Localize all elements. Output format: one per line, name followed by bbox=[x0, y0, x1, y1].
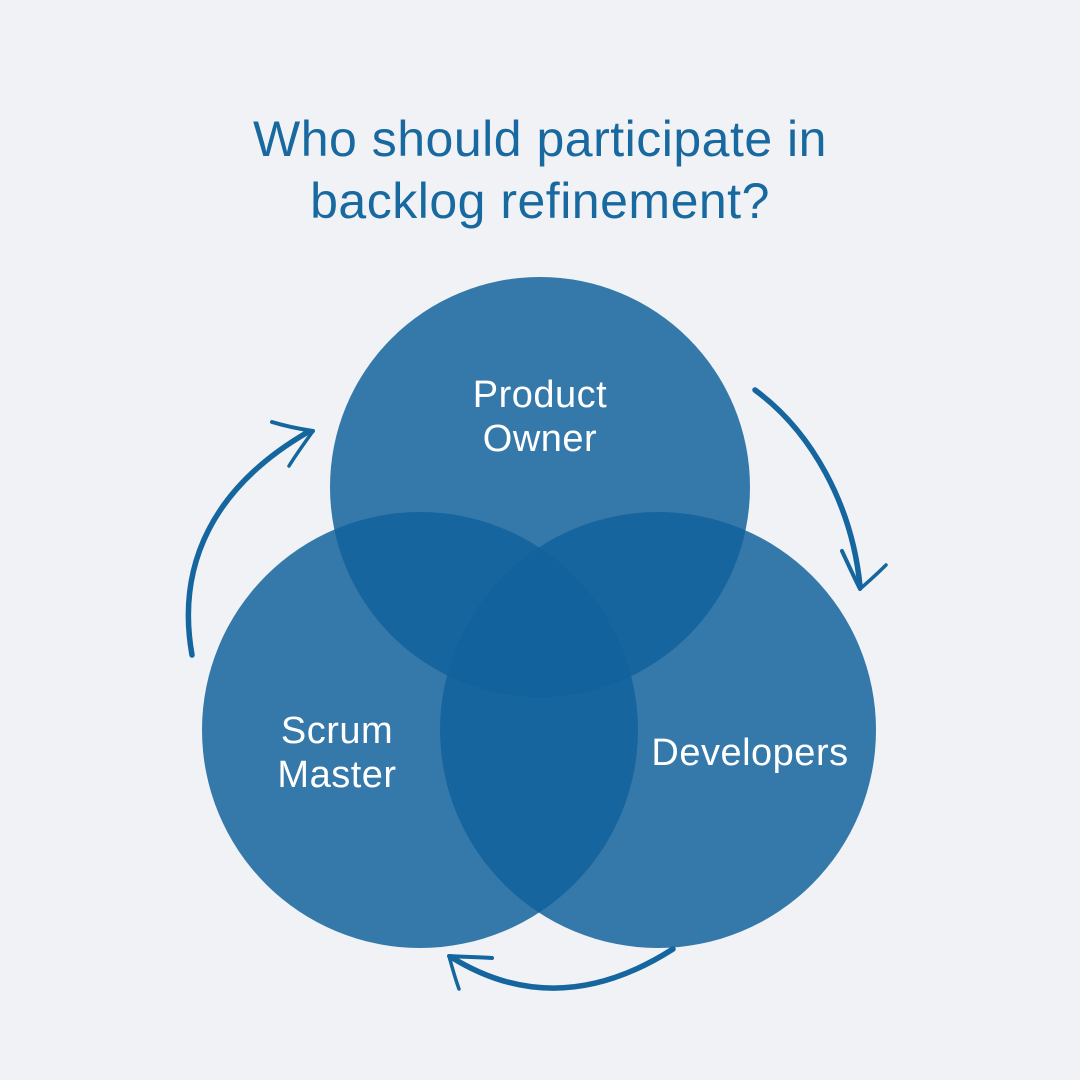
diagram-title-line-1: Who should participate in bbox=[253, 111, 827, 167]
diagram-title-line-2: backlog refinement? bbox=[310, 173, 770, 229]
diagram-title: Who should participate in backlog refine… bbox=[0, 108, 1080, 232]
venn-label-product-owner: Product Owner bbox=[472, 374, 608, 460]
venn-circle-developers bbox=[440, 512, 876, 948]
venn-label-developers: Developers bbox=[651, 732, 849, 774]
curved-arrow-icon-bottom bbox=[447, 946, 676, 991]
venn-label-scrum-master: Scrum Master bbox=[277, 710, 397, 796]
